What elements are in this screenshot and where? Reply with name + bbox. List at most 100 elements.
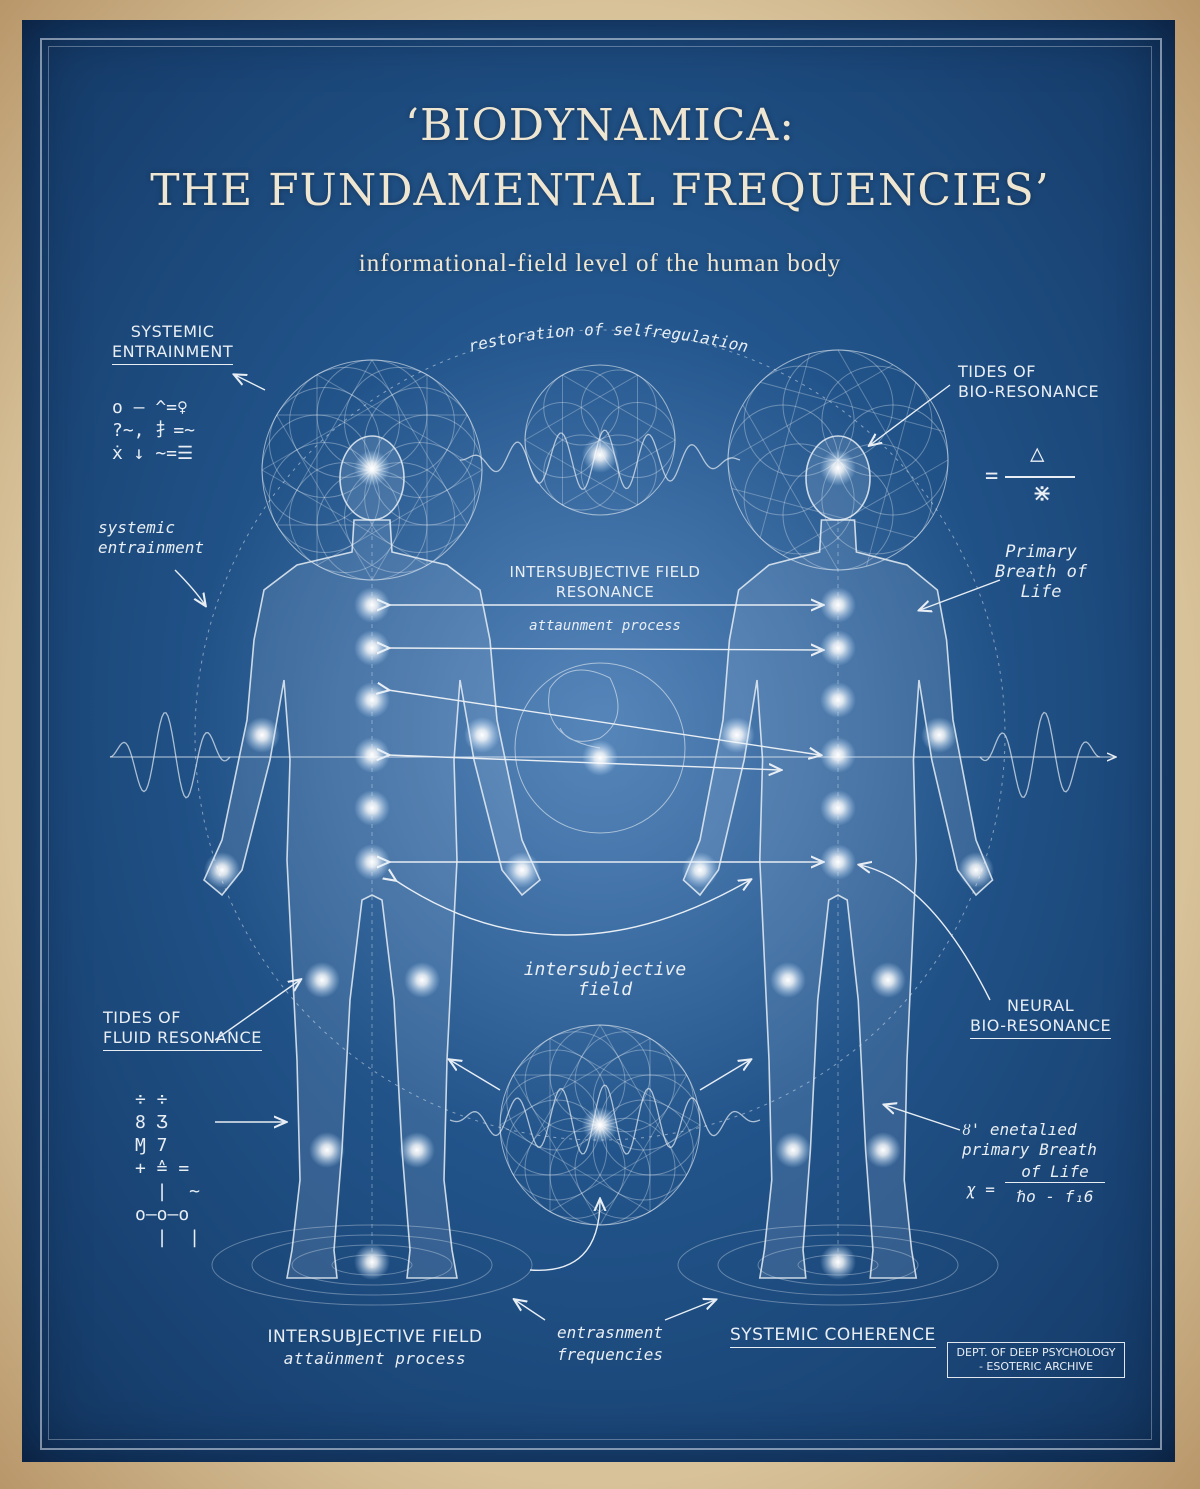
energy-node — [770, 962, 806, 998]
energy-node — [921, 717, 958, 753]
wave-left — [109, 712, 231, 799]
pointer-arrow — [450, 1060, 501, 1091]
resonance-arrow — [388, 648, 822, 650]
pointer-arrow — [235, 375, 266, 391]
rosette-petal — [580, 369, 657, 446]
rosette-petal — [743, 365, 855, 477]
rosette-line — [865, 382, 917, 567]
pointer-arrow — [920, 579, 1001, 610]
label-line: TIDES OF — [958, 362, 1036, 381]
energy-node — [820, 587, 856, 623]
formula-line: ȣ' enetalıed — [962, 1120, 1077, 1139]
rosette-line — [524, 374, 638, 441]
rosette-petal — [289, 462, 400, 574]
formula-numerator: of Life — [1005, 1162, 1105, 1183]
rosette-line — [782, 459, 949, 556]
rosette-line — [371, 359, 468, 526]
energy-node — [820, 737, 856, 773]
rosette-petal — [574, 1031, 676, 1133]
rosette-line — [731, 487, 916, 539]
rosette-line — [261, 374, 428, 471]
title-line-2: THE FUNDAMENTAL FREQUENCIES’ — [150, 165, 1050, 216]
floor-ring — [717, 1234, 959, 1296]
label-line: entrasnment — [557, 1323, 663, 1342]
rosette-ring — [727, 349, 949, 571]
stamp-line: DEPT. OF DEEP PSYCHOLOGY — [956, 1346, 1116, 1359]
wave-top — [459, 429, 741, 490]
rosette-line — [316, 374, 483, 471]
label-intersubjective-field: intersubjective field — [500, 960, 710, 1000]
label-line: INTERSUBJECTIVE FIELD — [509, 563, 701, 581]
rosette-line — [276, 359, 373, 526]
wave-right — [979, 711, 1101, 798]
label-systemic-entrainment-hand: systemic entrainment — [98, 518, 204, 558]
label-line: FLUID RESONANCE — [103, 1028, 262, 1051]
label-tides-fluid-resonance: TIDES OF FLUID RESONANCE — [103, 1008, 262, 1051]
pointer-arrow — [664, 1300, 715, 1321]
rosette-line — [549, 1037, 701, 1126]
energy-node — [582, 1107, 618, 1143]
energy-node — [354, 450, 390, 486]
rosette-petal — [344, 462, 455, 574]
rosette-ring — [524, 364, 676, 516]
rosette-petal — [574, 1117, 676, 1219]
inner-frame — [48, 46, 1152, 1440]
label-line: TIDES OF — [103, 1008, 181, 1027]
outer-frame — [40, 38, 1162, 1450]
label-line: RESONANCE — [555, 583, 655, 601]
label-tides-bio-resonance: TIDES OF BIO-RESONANCE — [958, 362, 1099, 402]
rosette-line — [599, 1024, 688, 1176]
rosette-line — [512, 1074, 601, 1226]
label-line: field — [577, 979, 633, 1000]
pointer-arrow — [885, 1105, 961, 1131]
rosette-line — [499, 1124, 651, 1213]
energy-node — [582, 437, 618, 473]
energy-node — [820, 682, 856, 718]
energy-node — [354, 682, 390, 718]
pointer-arrow — [515, 1300, 546, 1321]
label-attunement-process: attaunment process — [529, 618, 681, 634]
energy-node — [304, 962, 340, 998]
rosette-petal — [506, 1099, 608, 1201]
energy-node — [204, 852, 240, 888]
stamp-line: - ESOTERIC ARCHIVE — [978, 1360, 1094, 1373]
fraction-top-glyph: △ — [1030, 439, 1045, 467]
energy-node — [958, 852, 994, 888]
label-line: SYSTEMIC COHERENCE — [730, 1325, 936, 1348]
energy-node — [354, 737, 390, 773]
energy-node — [504, 852, 540, 888]
energy-node — [820, 790, 856, 826]
rosette-petal — [268, 442, 380, 553]
label-line: NEURAL — [1007, 996, 1075, 1015]
energy-node — [464, 717, 500, 753]
label-line: frequencies — [557, 1345, 663, 1364]
energy-node — [820, 844, 856, 880]
rosette-line — [276, 414, 373, 581]
rosette-line — [512, 1024, 601, 1176]
floor-ring — [677, 1224, 999, 1306]
rosette-petal — [592, 1049, 694, 1151]
energy-node — [718, 717, 755, 753]
energy-node — [820, 630, 856, 666]
rosette-petal — [821, 365, 933, 477]
energy-node — [354, 790, 390, 826]
rosette-petal — [268, 387, 380, 498]
rosette-petal — [364, 442, 476, 553]
formula-line: primary Breath — [962, 1140, 1097, 1159]
label-line: SYSTEMIC — [130, 322, 215, 341]
fraction-bottom-glyph: ⋇ — [1032, 479, 1053, 507]
floor-ring — [211, 1224, 533, 1306]
rosette-line — [316, 469, 483, 566]
energy-node — [820, 450, 856, 486]
energy-node — [775, 1132, 811, 1168]
pointer-arrow — [870, 384, 951, 445]
energy-node — [582, 740, 618, 776]
label-line: attaünment process — [283, 1349, 467, 1368]
intersubjective-arc — [395, 880, 750, 936]
glyph-block-top-left: o — ^=♀ ?~, ⺘=~ ẋ ↓ ~=☰ — [112, 397, 196, 464]
energy-node — [820, 1244, 856, 1280]
energy-node — [354, 844, 390, 880]
energy-node — [309, 1132, 345, 1168]
label-entrainment-frequencies: entrasnment frequencies — [540, 1322, 680, 1366]
title-line-1: ‘BIODYNAMICA: — [404, 100, 796, 151]
